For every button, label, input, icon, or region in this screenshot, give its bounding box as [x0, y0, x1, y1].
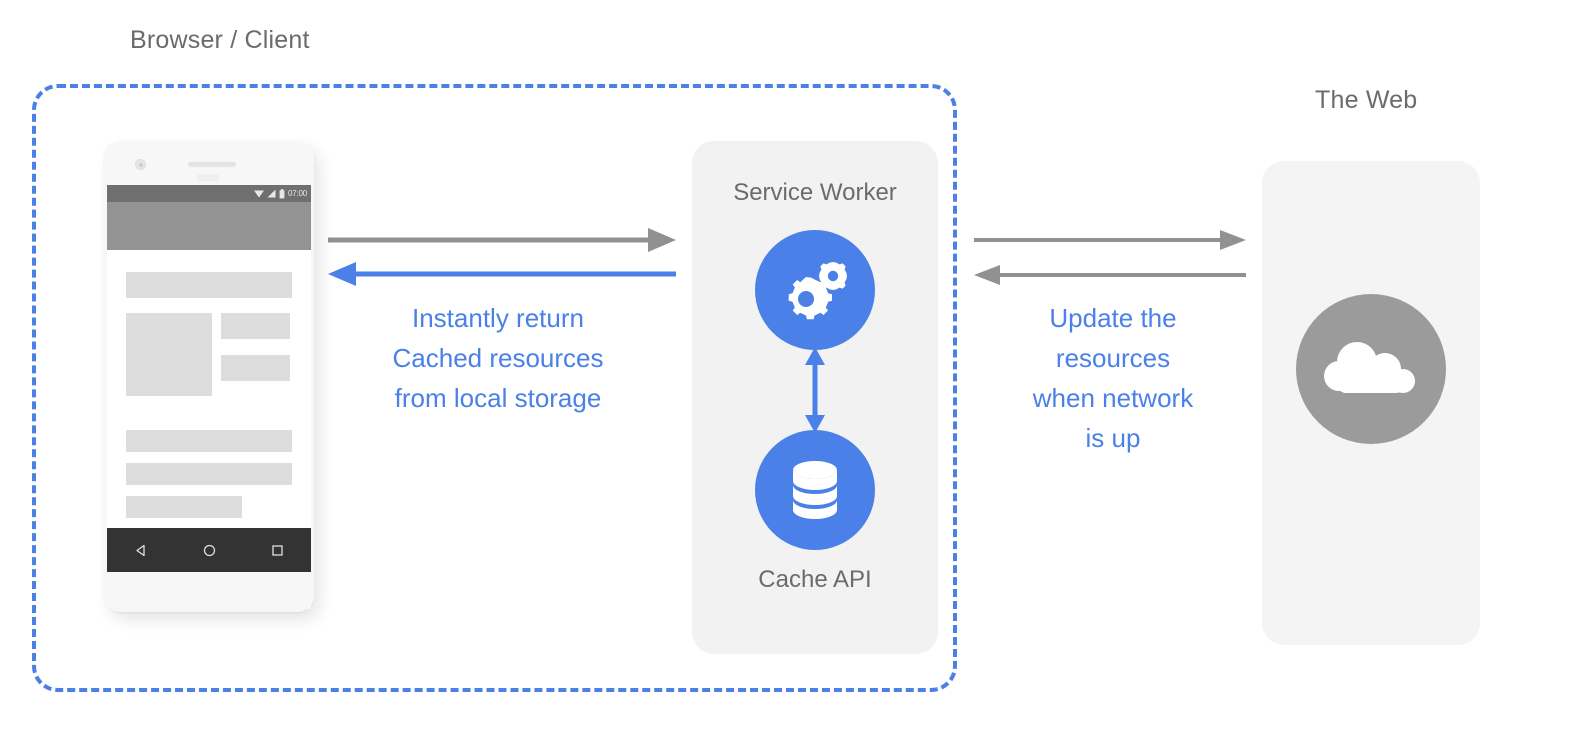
skeleton-hero-block — [126, 272, 292, 298]
browser-client-container — [32, 84, 957, 692]
database-icon — [793, 461, 837, 519]
skeleton-row — [126, 313, 292, 396]
battery-icon — [279, 188, 285, 198]
response-arrow-left — [328, 262, 676, 286]
skeleton-side-block — [221, 313, 290, 339]
phone-app-bar — [107, 202, 311, 250]
right-flow-caption: Update the resources when network is up — [1032, 303, 1194, 453]
cloud-icon-badge — [1296, 294, 1446, 444]
service-worker-title: Service Worker — [733, 179, 897, 206]
service-worker-icon-badge — [755, 230, 875, 350]
the-web-panel — [1262, 161, 1480, 645]
phone-mockup: 07:00 — [104, 141, 314, 612]
speaker-grille — [188, 162, 236, 167]
skeleton-text-line — [126, 463, 292, 485]
skeleton-side-column — [221, 313, 290, 396]
skeleton-image-block — [126, 313, 212, 396]
request-arrow-left — [328, 228, 676, 252]
camera-icon — [135, 159, 146, 170]
response-arrow-right — [974, 265, 1246, 285]
skeleton-text-line — [126, 430, 292, 452]
skeleton-text-line — [126, 496, 243, 518]
phone-navigation-bar — [107, 528, 311, 572]
back-icon[interactable] — [135, 544, 148, 557]
request-arrow-right — [974, 230, 1246, 250]
recents-icon[interactable] — [271, 544, 284, 557]
phone-screen: 07:00 — [107, 185, 311, 572]
gears-icon — [788, 262, 847, 320]
home-icon[interactable] — [203, 544, 216, 557]
cache-api-icon-badge — [755, 430, 875, 550]
service-worker-panel: Service Worker Cache API — [692, 141, 938, 654]
wifi-icon — [253, 190, 264, 198]
phone-status-bar: 07:00 — [107, 185, 311, 202]
skeleton-side-block — [221, 355, 290, 381]
left-flow-caption: Instantly return Cached resources from l… — [392, 303, 604, 413]
the-web-label: The Web — [1315, 86, 1418, 114]
cloud-icon — [1324, 342, 1415, 393]
sensor-strip — [197, 174, 219, 181]
signal-icon — [267, 189, 276, 198]
browser-client-label: Browser / Client — [130, 26, 310, 54]
phone-chin — [107, 572, 311, 609]
phone-content-skeleton — [107, 250, 311, 528]
service-worker-cache-bidirectional-arrow — [805, 347, 825, 433]
status-time: 07:00 — [287, 188, 307, 198]
cache-api-title: Cache API — [758, 566, 872, 593]
